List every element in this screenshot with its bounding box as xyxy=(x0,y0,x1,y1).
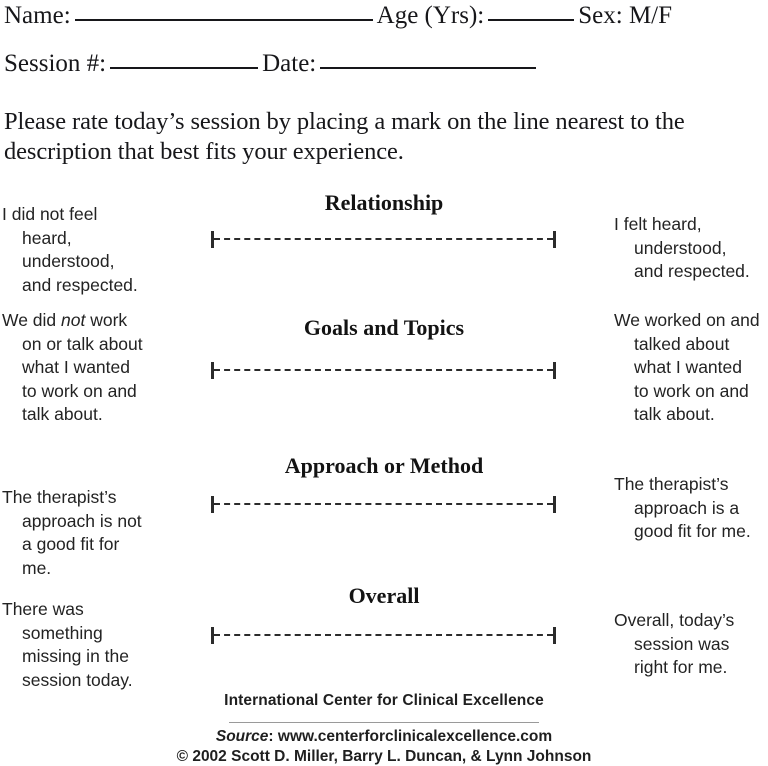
rating-scale-relationship[interactable] xyxy=(211,230,556,248)
age-label: Age (Yrs): xyxy=(376,2,485,29)
footer: International Center for Clinical Excell… xyxy=(0,692,768,766)
scale-dashed-line[interactable] xyxy=(214,634,553,636)
scale-dashed-line[interactable] xyxy=(214,503,553,505)
scale-left-endcap xyxy=(211,626,214,644)
sex-label[interactable]: Sex: M/F xyxy=(578,2,673,29)
name-label: Name: xyxy=(4,2,71,29)
section-right-anchor-label: The therapist’s approach is a good fit f… xyxy=(614,474,751,541)
section-title: Overall xyxy=(348,583,420,608)
footer-copyright: © 2002 Scott D. Miller, Barry L. Duncan,… xyxy=(176,748,592,765)
source-label: Source xyxy=(215,728,269,745)
footer-source-line: Source: www.centerforclinicalexcellence.… xyxy=(0,728,768,746)
scale-left-endcap xyxy=(211,230,214,248)
scale-dashed-line[interactable] xyxy=(214,238,553,240)
section-left-anchor-label: I did not feel heard, understood, and re… xyxy=(2,204,138,295)
scale-right-endcap xyxy=(553,626,556,644)
section-right-anchor-label: I felt heard, understood, and respected. xyxy=(614,214,750,281)
rating-scale-goals-and-topics[interactable] xyxy=(211,361,556,379)
scale-left-endcap xyxy=(211,495,214,513)
left-label-emphasis: not xyxy=(61,310,86,330)
section-left-anchor-label: The therapist’s approach is not a good f… xyxy=(2,487,142,578)
age-input[interactable] xyxy=(488,19,575,21)
header-row-session-date: Session #: Date: xyxy=(4,50,768,78)
scale-right-endcap xyxy=(553,230,556,248)
rating-scale-overall[interactable] xyxy=(211,626,556,644)
date-label: Date: xyxy=(262,50,317,77)
footer-divider xyxy=(229,722,539,723)
rating-scale-approach-or-method[interactable] xyxy=(211,495,556,513)
section-title: Relationship xyxy=(324,190,444,215)
scale-right-endcap xyxy=(553,361,556,379)
section-left-anchor-label: We did not work on or talk about what I … xyxy=(2,309,222,427)
scale-left-endcap xyxy=(211,361,214,379)
source-url[interactable]: www.centerforclinicalexcellence.com xyxy=(277,728,553,745)
scale-dashed-line[interactable] xyxy=(214,369,553,371)
instructions-text: Please rate today’s session by placing a… xyxy=(4,108,685,165)
left-label-post: work on or talk about what I wanted to w… xyxy=(22,310,143,424)
footer-organization: International Center for Clinical Excell… xyxy=(224,692,544,709)
section-title: Approach or Method xyxy=(284,453,484,478)
section-left-anchor-label: There was something missing in the sessi… xyxy=(2,599,133,690)
header-row-name-age-sex: Name: Age (Yrs): Sex: M/F xyxy=(4,2,768,30)
session-input[interactable] xyxy=(110,67,259,69)
name-input[interactable] xyxy=(74,19,373,21)
left-label-pre: We did xyxy=(2,310,62,330)
section-title: Goals and Topics xyxy=(303,315,465,340)
session-label: Session #: xyxy=(4,50,107,77)
section-right-anchor-label: Overall, today’s session was right for m… xyxy=(614,610,735,677)
scale-right-endcap xyxy=(553,495,556,513)
section-right-anchor-label: We worked on and talked about what I wan… xyxy=(614,310,760,424)
source-separator: : xyxy=(268,728,278,745)
date-input[interactable] xyxy=(320,67,537,69)
